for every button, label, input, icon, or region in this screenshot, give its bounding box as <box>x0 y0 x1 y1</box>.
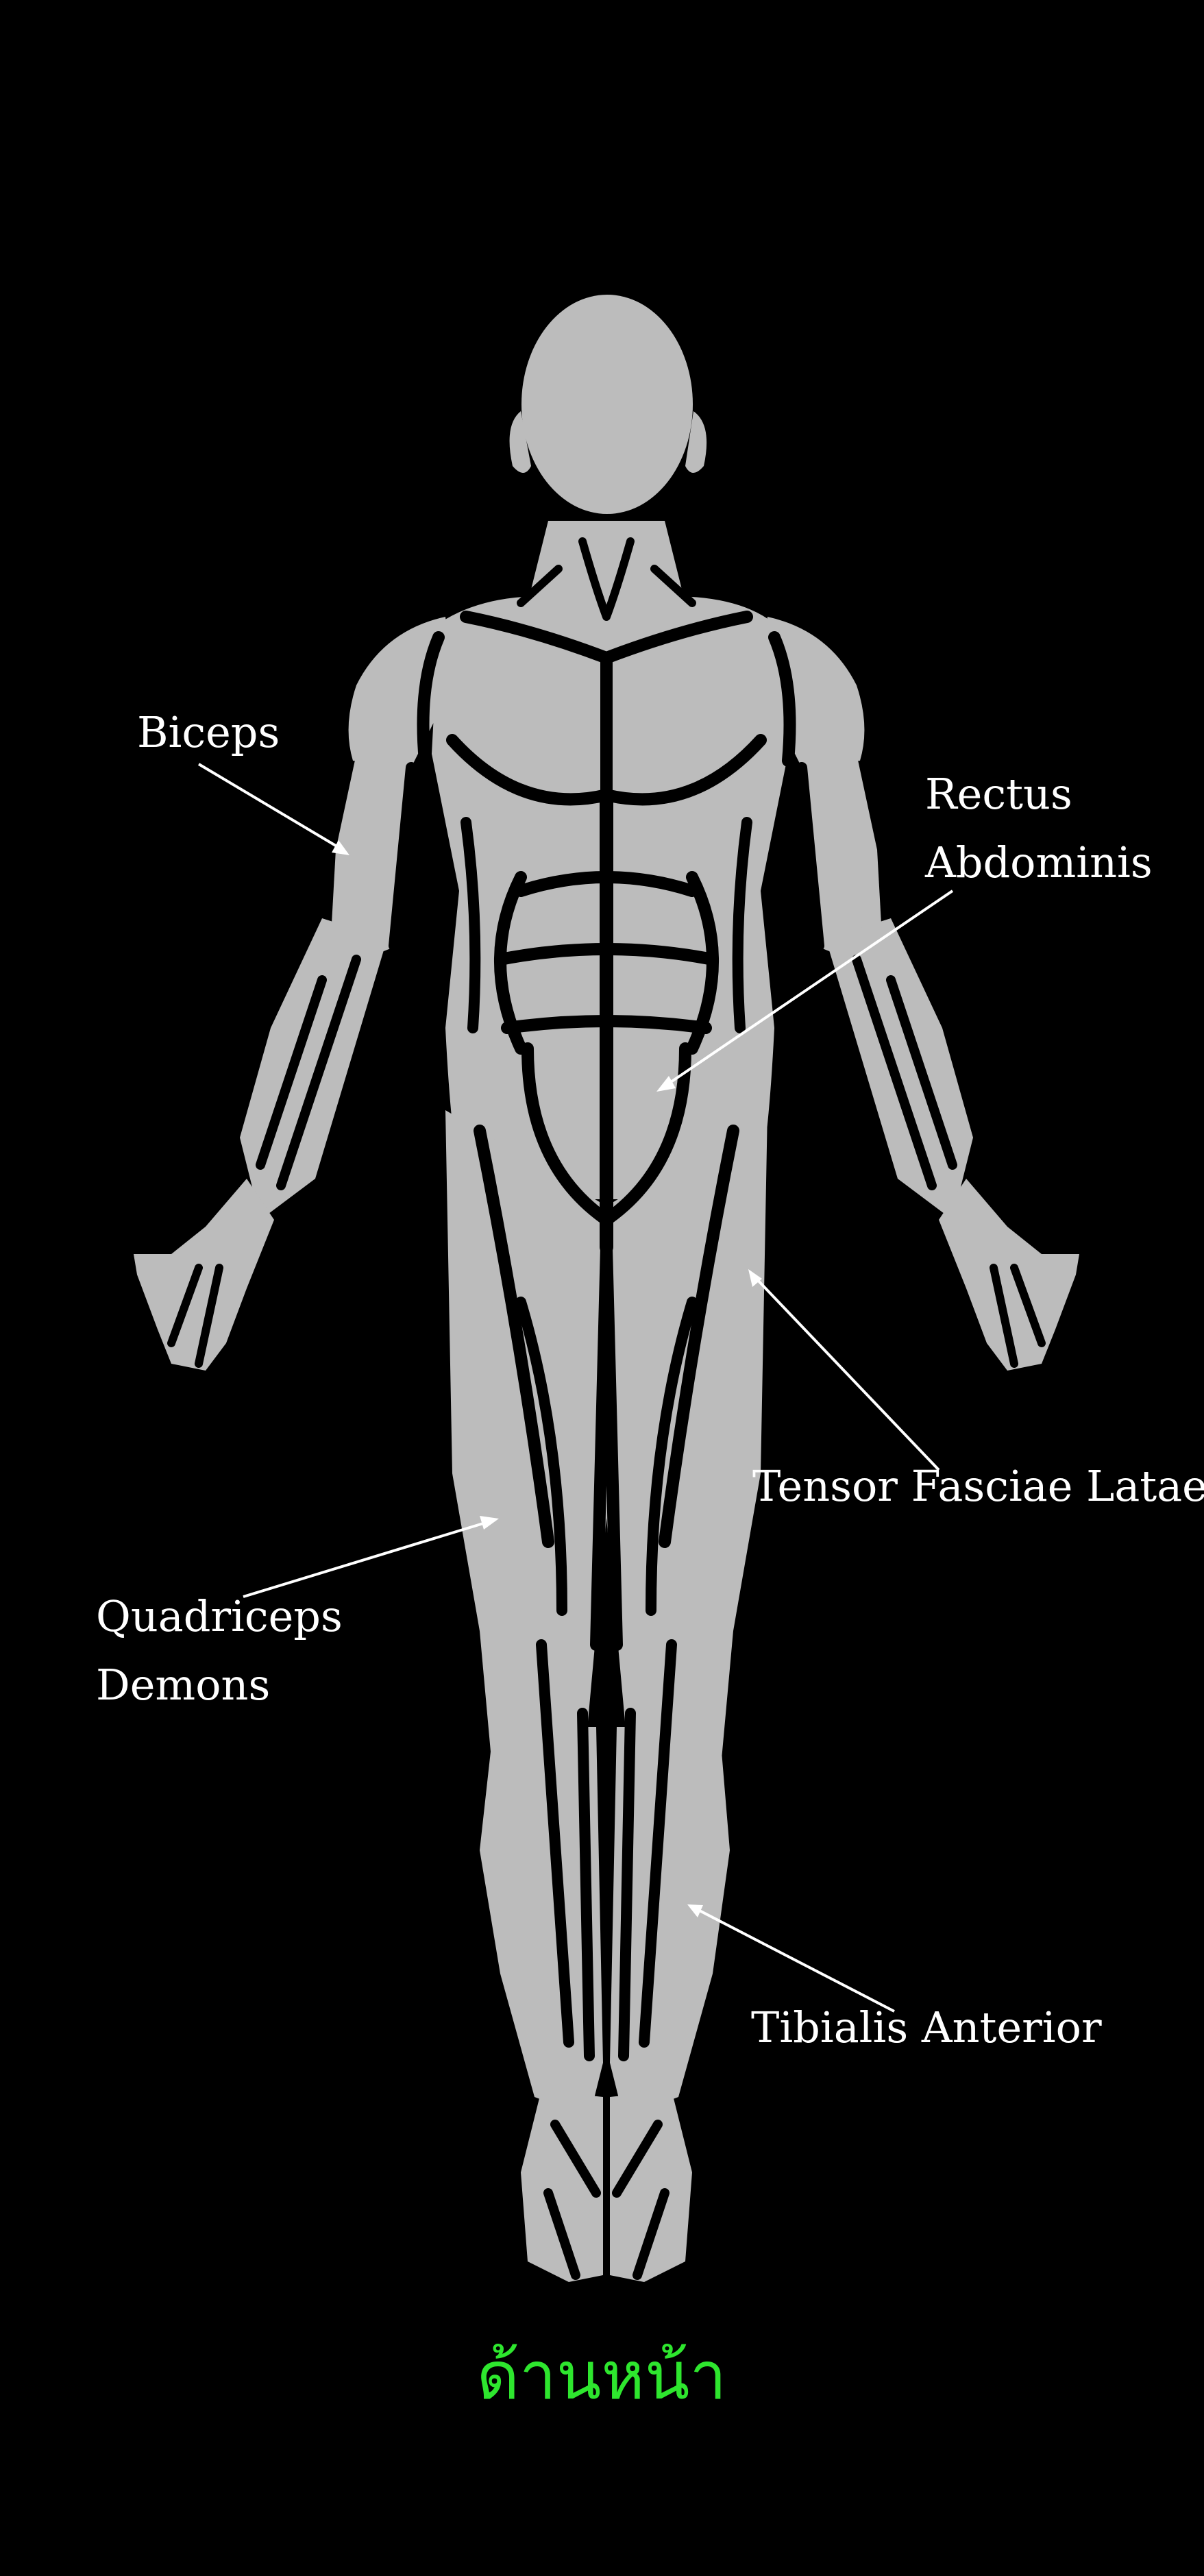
hand-right <box>939 1179 1079 1371</box>
muscle-grooves <box>167 537 1046 2280</box>
ear-right <box>685 411 707 473</box>
biceps-arrowhead <box>332 840 349 855</box>
quadriceps-arrowhead <box>480 1516 499 1530</box>
view-caption: ด้านหน้า <box>477 2338 727 2414</box>
tibialis-label: Tibialis Anterior <box>751 2002 1102 2052</box>
tibialis-anterior-annotation: Tibialis Anterior <box>687 1904 1102 2052</box>
hand-left <box>134 1179 274 1371</box>
biceps-annotation: Biceps <box>137 707 349 855</box>
foot-right <box>610 2090 692 2282</box>
head <box>521 295 693 514</box>
quadriceps-label-line2: Demons <box>96 1660 270 1710</box>
upper-arm-left <box>329 754 411 973</box>
rectus-pointer-line <box>663 890 954 1088</box>
foot-left <box>521 2090 603 2282</box>
tensor-pointer-line <box>752 1275 940 1471</box>
rectus-abdominis-annotation: Rectus Abdominis <box>656 769 1153 1092</box>
tensor-fasciae-latae-annotation: Tensor Fasciae Latae <box>748 1269 1204 1511</box>
tibialis-arrowhead <box>687 1904 703 1917</box>
rectus-label-line2: Abdominis <box>924 837 1153 887</box>
forearm-right <box>826 918 973 1220</box>
rectus-arrowhead <box>656 1076 676 1092</box>
upper-arm-right <box>802 754 884 973</box>
quadriceps-annotation: Quadriceps Demons <box>96 1516 499 1710</box>
biceps-pointer-line <box>197 763 344 851</box>
quadriceps-pointer-line <box>243 1520 491 1598</box>
quadriceps-label-line1: Quadriceps <box>96 1591 343 1641</box>
tensor-label: Tensor Fasciae Latae <box>752 1461 1204 1511</box>
forearm-left <box>240 918 387 1220</box>
lower-leg-right <box>610 1727 730 2118</box>
tibialis-pointer-line <box>695 1907 895 2013</box>
tensor-arrowhead <box>748 1269 762 1287</box>
neck <box>528 521 685 603</box>
biceps-label: Biceps <box>137 707 280 757</box>
human-body-front-figure <box>134 295 1079 2282</box>
ear-left <box>509 411 531 473</box>
rectus-label-line1: Rectus <box>925 769 1072 819</box>
